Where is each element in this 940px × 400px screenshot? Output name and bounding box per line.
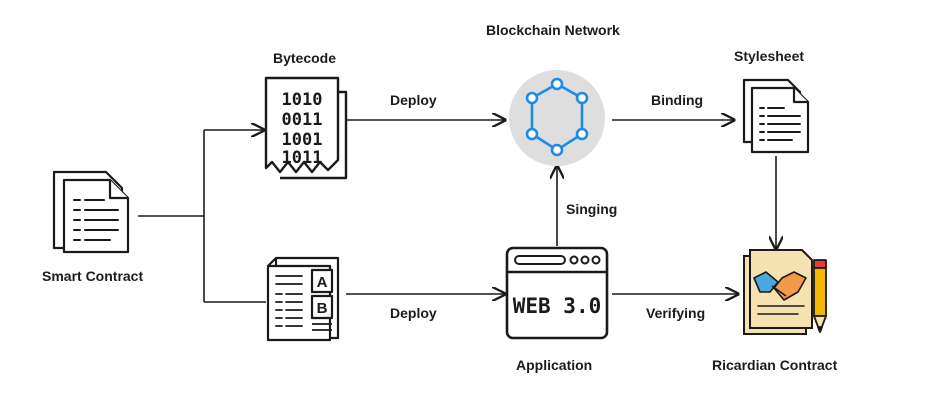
smart-contract-label: Smart Contract: [42, 268, 144, 284]
blockchain-network-icon: [509, 70, 605, 166]
bytecode-bits-row-2: 0011: [282, 110, 323, 130]
smart-contract-icon: [52, 170, 130, 254]
pencil-icon: [813, 259, 827, 333]
stylesheet-label: Stylesheet: [734, 48, 805, 64]
stylesheet-icon: [742, 78, 810, 154]
edge-label-deploy-top: Deploy: [390, 92, 437, 108]
ledger-document-icon: [266, 256, 340, 342]
ledger-letter-a: A: [317, 274, 328, 291]
blockchain-network-label: Blockchain Network: [486, 22, 620, 38]
web3-browser-icon: WEB 3.0: [505, 246, 609, 340]
edge-label-verifying: Verifying: [646, 305, 706, 321]
bytecode-bits-row-4: 1011: [282, 148, 323, 168]
ricardian-contract-icon: [743, 249, 827, 335]
application-label: Application: [516, 357, 593, 373]
bytecode-label: Bytecode: [273, 50, 337, 66]
edge-label-deploy-bottom: Deploy: [390, 305, 437, 321]
handshake-icon: [753, 271, 807, 301]
web3-browser-text: WEB 3.0: [513, 294, 602, 318]
edge-label-binding: Binding: [651, 92, 704, 108]
bytecode-icon: 1010 0011 1001 1011: [264, 76, 348, 180]
edge-label-singing: Singing: [566, 201, 618, 217]
connectors: [138, 120, 776, 303]
ledger-letter-b: B: [317, 300, 328, 317]
ricardian-contract-label: Ricardian Contract: [712, 357, 838, 373]
bytecode-bits-row-1: 1010: [282, 90, 323, 110]
bytecode-bits-row-3: 1001: [282, 130, 323, 150]
